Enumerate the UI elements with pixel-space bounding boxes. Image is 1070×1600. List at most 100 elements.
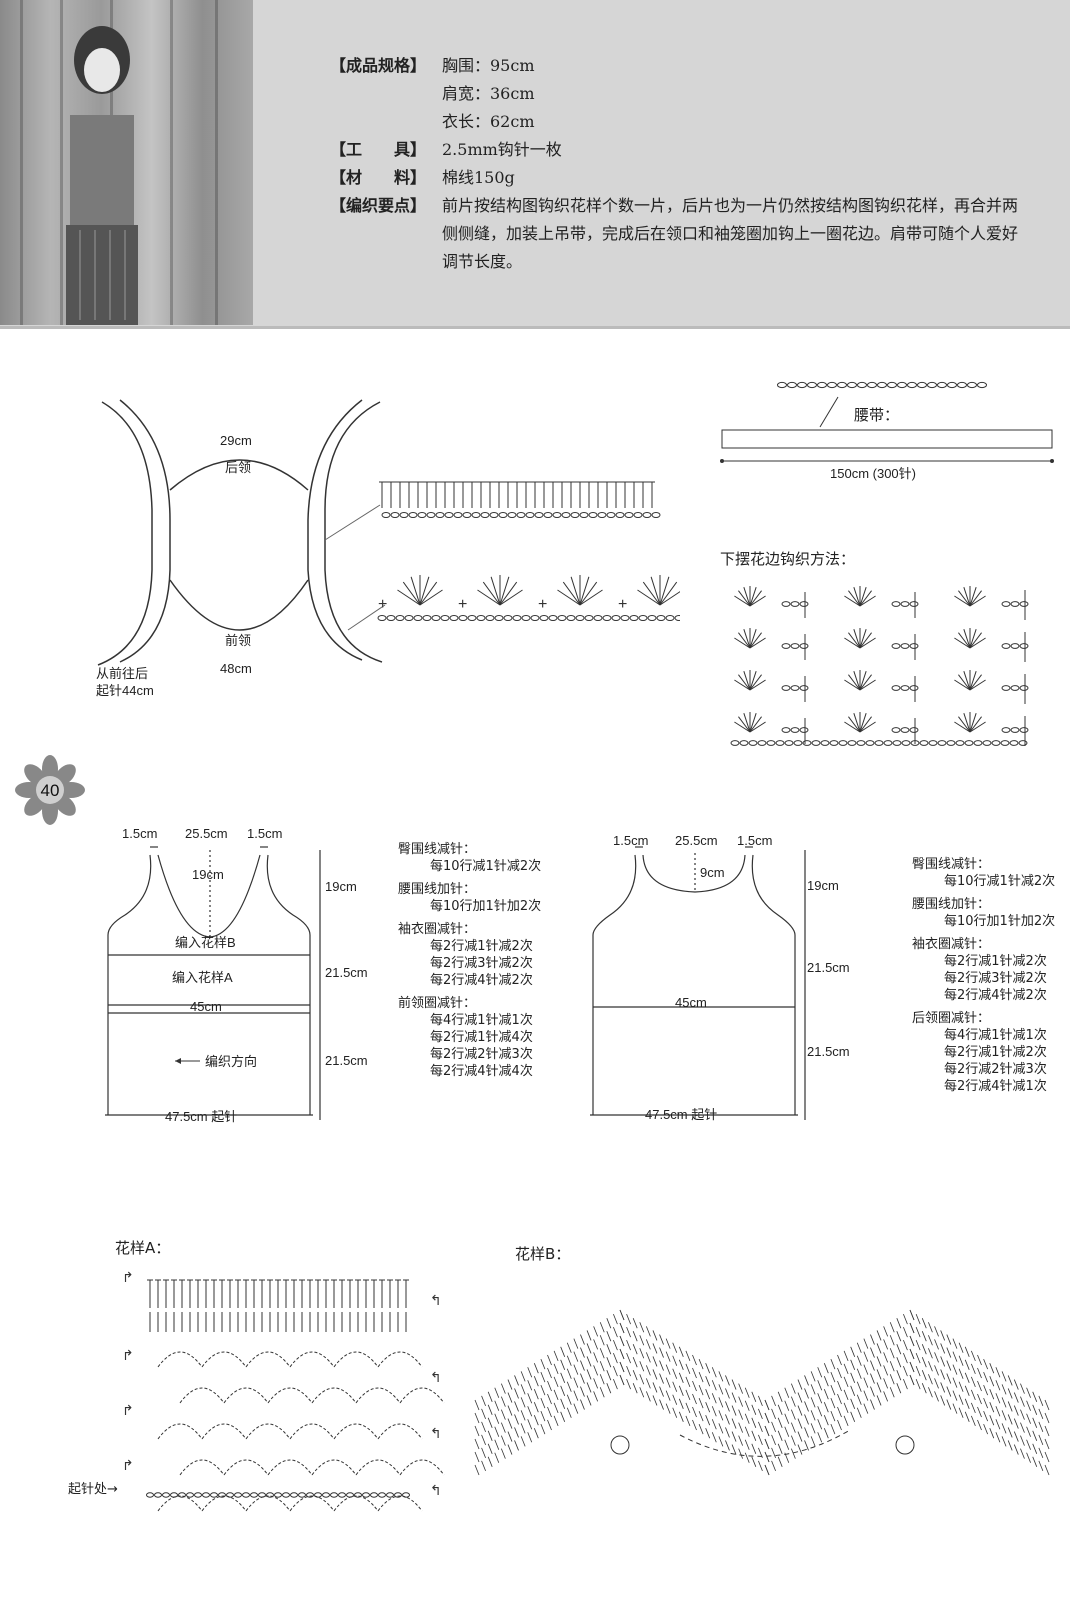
note-title: 前领圈减针： (398, 996, 477, 1011)
note-line: 每2行减3针减2次 (944, 971, 1047, 986)
note-title: 臀围线减针： (398, 842, 477, 857)
pattern-a-start: 起针处→ (68, 1482, 118, 1497)
note-line: 每2行减4针减1次 (944, 1079, 1047, 1094)
svg-text:+: + (618, 596, 627, 613)
note-title: 腰围线加针： (398, 882, 477, 897)
svg-text:↱: ↱ (122, 1270, 134, 1285)
note-line: 每2行减1针减4次 (430, 1030, 533, 1045)
spec-key: 【编织要点】 (330, 196, 427, 215)
spec-value: 肩宽：36cm (442, 84, 535, 103)
start-note-1: 从前往后 (96, 666, 148, 681)
spec-block: 【成品规格】胸围：95cm 肩宽：36cm 衣长：62cm 【工 具】 2.5mm钩针一… (330, 52, 1030, 276)
front-neck-depth: 19cm (192, 867, 224, 882)
front-pattern-a: 编入花样A (172, 970, 233, 985)
front-piece-diagram: 1.5cm 25.5cm 1.5cm 19cm 编入花样B 编入花样A 45cm… (105, 826, 368, 1124)
svg-text:↱: ↱ (122, 1347, 134, 1363)
pattern-a-title: 花样A： (115, 1239, 171, 1257)
spec-key: 【工 具】 (330, 140, 427, 159)
spec-key: 【成品规格】 (330, 56, 427, 75)
start-note-2: 起针44cm (96, 683, 154, 698)
note-line: 每10行加1针加2次 (430, 899, 542, 914)
page-number: 40 (41, 781, 60, 800)
back-right-dim-2: 21.5cm (807, 960, 850, 975)
svg-text:+: + (538, 596, 547, 613)
spec-value: 衣长：62cm (442, 112, 535, 131)
belt-length: 150cm (300针) (830, 466, 916, 481)
neckline-diagram: ++++ 29cm 后领 前领 48cm 从前往后 起针44cm (96, 399, 680, 698)
svg-text:↰: ↰ (430, 1292, 442, 1308)
front-neck-length: 48cm (220, 661, 252, 676)
note-line: 每2行减1针减2次 (944, 1045, 1047, 1060)
back-piece-diagram: 1.5cm 25.5cm 1.5cm 9cm 45cm 47.5cm 起针 19… (590, 835, 850, 1122)
hem-title: 下摆花边钩织方法： (720, 550, 856, 568)
back-right-dim-1: 19cm (807, 878, 839, 893)
belt-label: 腰带： (854, 407, 899, 424)
back-right-dim-3: 21.5cm (807, 1044, 850, 1059)
spec-value: 前片按结构图钩织花样个数一片，后片也为一片仍然按结构图钩织花样，再合并两侧侧缝，… (442, 196, 1019, 271)
svg-text:↱: ↱ (122, 1457, 134, 1473)
note-line: 每4行减1针减1次 (430, 1013, 533, 1028)
spec-key (330, 108, 442, 136)
svg-text:↰: ↰ (430, 1482, 442, 1498)
back-waist: 45cm (675, 995, 707, 1010)
note-line: 每2行减1针减2次 (430, 939, 533, 954)
model-figure (66, 26, 138, 325)
note-line: 每2行减4针减4次 (430, 1064, 533, 1079)
spec-row: 【编织要点】前片按结构图钩织花样个数一片，后片也为一片仍然按结构图钩织花样，再合… (330, 192, 1030, 276)
back-shoulder-right: 1.5cm (737, 835, 772, 848)
note-line: 每2行减4针减2次 (944, 988, 1047, 1003)
header-divider (0, 326, 1070, 329)
note-line: 每10行减1针减2次 (430, 859, 542, 874)
page-number-badge: 40 (15, 755, 85, 825)
svg-text:↱: ↱ (122, 1402, 134, 1418)
spec-key (330, 80, 442, 108)
back-shoulder-left: 1.5cm (613, 835, 648, 848)
front-right-dim-3: 21.5cm (325, 1053, 368, 1068)
note-title: 袖衣圈减针： (398, 922, 477, 937)
spec-key: 【材 料】 (330, 168, 427, 187)
spec-row: 肩宽：36cm (330, 80, 1030, 108)
svg-text:+: + (378, 596, 387, 613)
pattern-b-title: 花样B： (515, 1245, 571, 1263)
front-waist: 45cm (190, 999, 222, 1014)
front-right-dim-1: 19cm (325, 879, 357, 894)
spec-row: 【材 料】棉线150g (330, 164, 1030, 192)
pattern-b-chart (474, 1309, 1050, 1476)
front-pattern-b: 编入花样B (175, 935, 236, 950)
back-neck-width: 25.5cm (675, 835, 718, 848)
note-line: 每10行加1针加2次 (944, 914, 1056, 929)
note-line: 每2行减2针减3次 (430, 1047, 533, 1062)
spec-value: 棉线150g (442, 168, 515, 187)
note-line: 每10行减1针减2次 (944, 874, 1056, 889)
belt-diagram: 腰带： 150cm (300针) (720, 381, 1054, 481)
spec-value: 胸围：95cm (442, 56, 535, 75)
front-bottom: 47.5cm 起针 (165, 1109, 237, 1124)
back-bottom: 47.5cm 起针 (645, 1107, 717, 1122)
spec-row: 【成品规格】胸围：95cm (330, 52, 1030, 80)
svg-text:↰: ↰ (430, 1425, 442, 1441)
note-title: 臀围线减针： (912, 857, 991, 872)
front-neck-label: 前领 (225, 633, 251, 648)
spec-value: 2.5mm钩针一枚 (442, 140, 562, 159)
back-notes: 臀围线减针：每10行减1针减2次腰围线加针：每10行加1针加2次袖衣圈减针：每2… (912, 850, 1062, 1095)
front-notes: 臀围线减针： 每10行减1针减2次腰围线加针： 每10行加1针加2次袖衣圈减针： 每2… (398, 835, 568, 1080)
front-shoulder-right: 1.5cm (247, 826, 282, 841)
note-title: 袖衣圈减针： (912, 937, 991, 952)
note-title: 后领圈减针： (912, 1011, 991, 1026)
spec-row: 【工 具】 2.5mm钩针一枚 (330, 136, 1030, 164)
spec-row: 衣长：62cm (330, 108, 1030, 136)
back-neck-depth: 9cm (700, 865, 725, 880)
front-right-dim-2: 21.5cm (325, 965, 368, 980)
pattern-a-chart: ↱↱↱↱↰↰↰↰ (122, 1270, 445, 1512)
back-neck-label: 后领 (225, 460, 251, 475)
front-neck-width: 25.5cm (185, 826, 228, 841)
note-line: 每4行减1针减1次 (944, 1028, 1047, 1043)
hem-edging-chart (730, 586, 1029, 746)
note-line: 每2行减1针减2次 (944, 954, 1047, 969)
note-line: 每2行减2针减3次 (944, 1062, 1047, 1077)
svg-text:+: + (458, 596, 467, 613)
front-shoulder-left: 1.5cm (122, 826, 157, 841)
note-line: 每2行减4针减2次 (430, 973, 533, 988)
note-line: 每2行减3针减2次 (430, 956, 533, 971)
front-direction: 编织方向 (205, 1054, 257, 1069)
